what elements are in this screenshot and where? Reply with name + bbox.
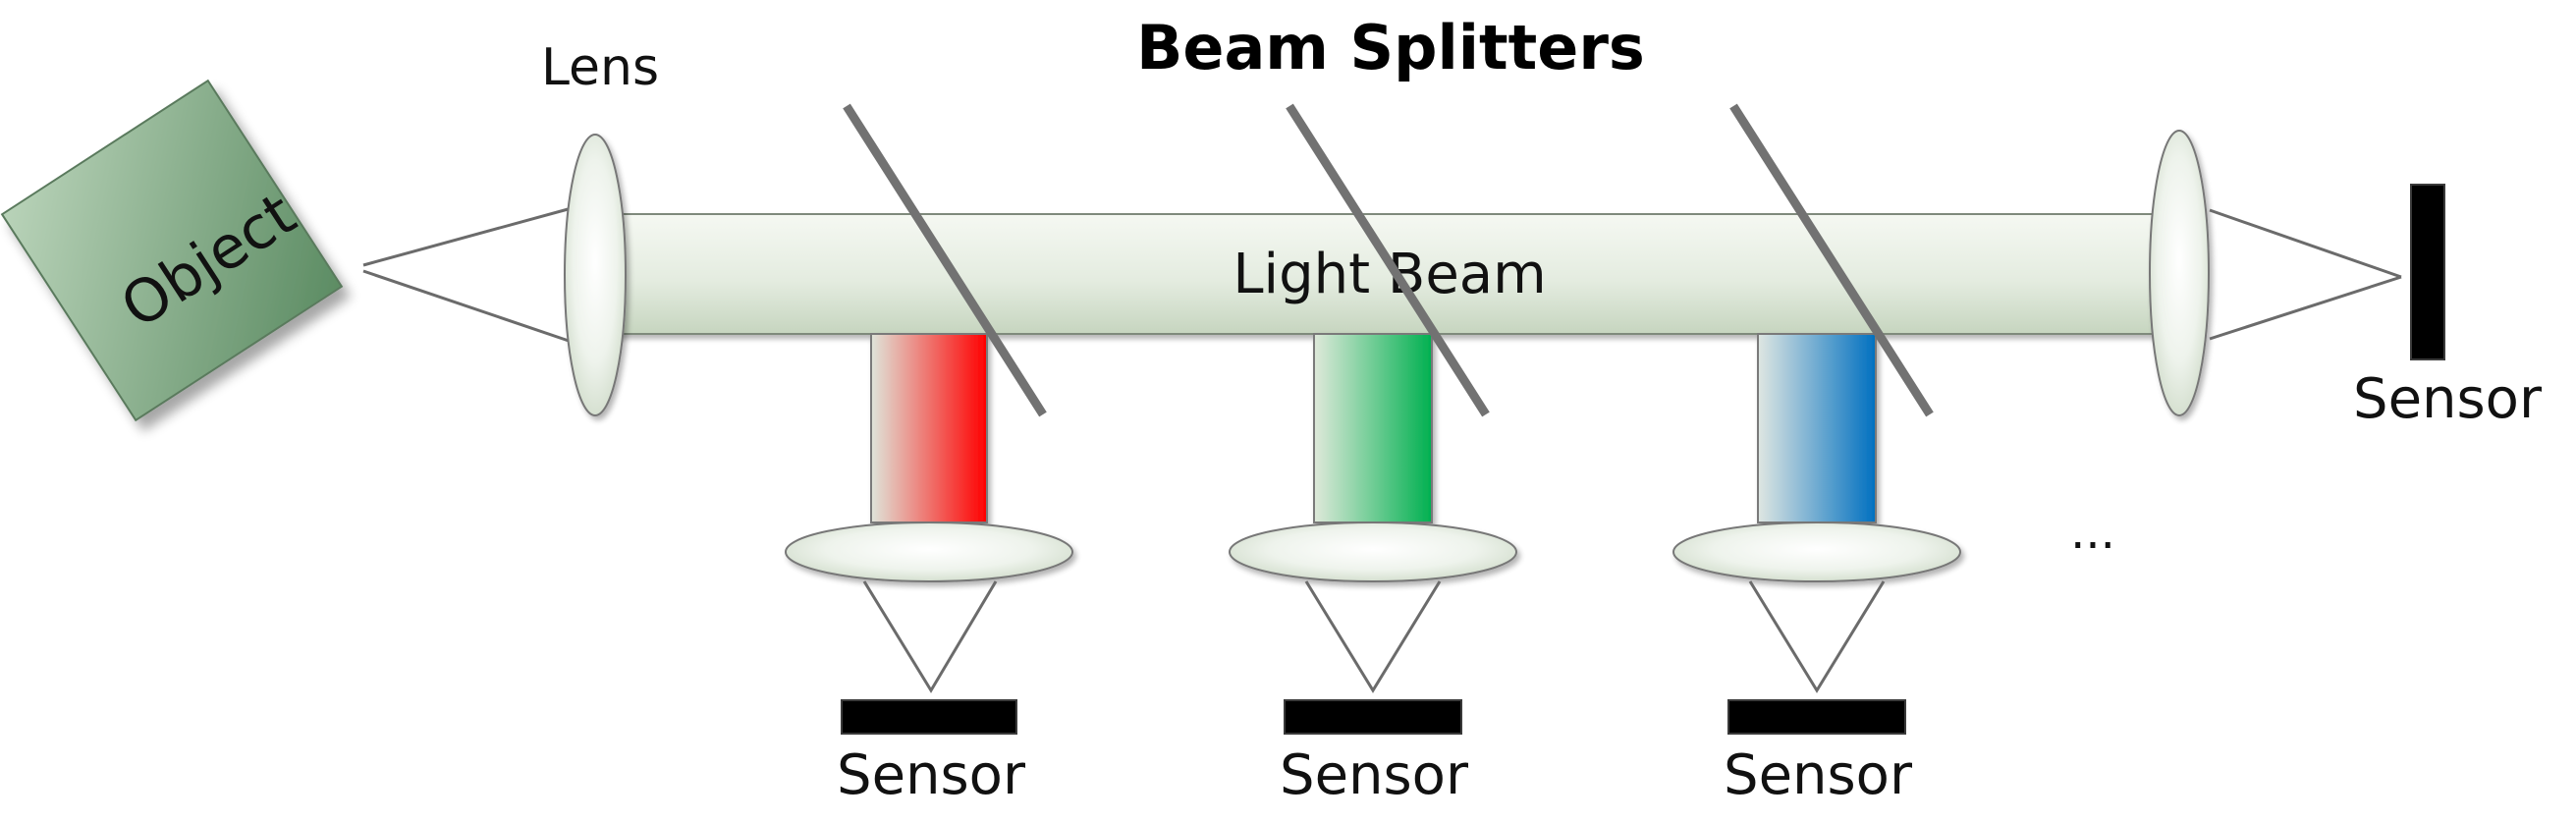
blue-channel — [1757, 333, 1877, 523]
final-focus-rays — [2209, 208, 2402, 341]
light-beam-label: Light Beam — [1233, 243, 1546, 306]
beam-splitter-3 — [1729, 103, 1934, 417]
channel-sensor-label-3: Sensor — [1724, 743, 1913, 807]
channel-lens-3 — [1672, 521, 1961, 582]
final-sensor-label: Sensor — [2353, 367, 2543, 431]
channel-sensor-3 — [1727, 699, 1906, 735]
lens-label: Lens — [541, 38, 659, 97]
channel-lens-1 — [785, 521, 1073, 582]
final-lens — [2149, 130, 2210, 416]
object-box — [0, 79, 344, 422]
beam-splitter-2 — [1286, 103, 1490, 417]
red-channel — [870, 333, 988, 523]
beam-splitters — [843, 103, 1934, 417]
diagram-title: Beam Splitters — [1136, 12, 1645, 83]
channel-focus-rays — [862, 580, 1886, 693]
beam-splitter-1 — [843, 103, 1047, 417]
channel-lens-2 — [1229, 521, 1517, 582]
channel-sensor-label-2: Sensor — [1280, 743, 1469, 807]
object-to-lens-rays — [362, 206, 573, 344]
final-sensor — [2410, 184, 2445, 360]
green-channel — [1313, 333, 1433, 523]
channel-sensor-label-1: Sensor — [837, 743, 1026, 807]
channel-sensor-1 — [841, 699, 1017, 735]
main-lens — [564, 134, 627, 416]
channel-sensor-2 — [1284, 699, 1462, 735]
ellipsis-more-channels: ... — [2070, 505, 2115, 560]
